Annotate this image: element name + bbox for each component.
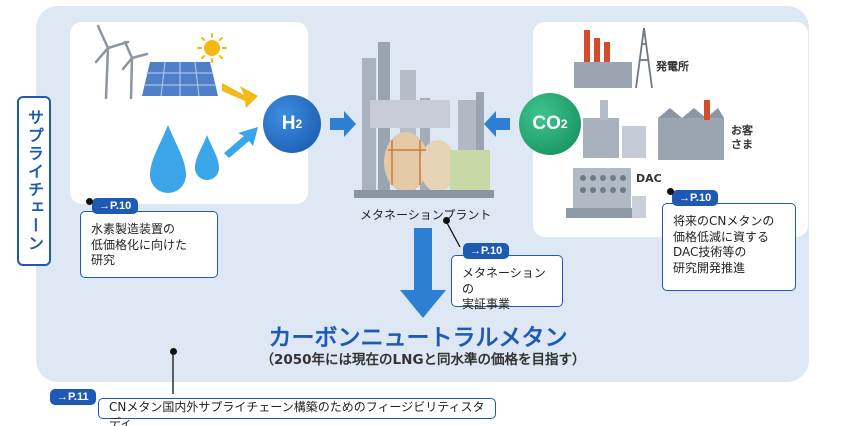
callout-dot — [667, 188, 674, 195]
customer-label: お客 さま — [731, 124, 753, 151]
callout-dot — [443, 217, 450, 224]
dac-facility-icon — [566, 168, 646, 218]
callout-methanation-demo: メタネーションの 実証事業 — [451, 255, 563, 311]
hydrogen-subscript: 2 — [295, 117, 303, 131]
supply-chain-label: サプライチェーン — [17, 96, 51, 266]
solar-panel-icon — [142, 61, 218, 97]
co2-symbol: CO — [532, 113, 561, 134]
arrow-icon — [222, 83, 510, 318]
sun-icon — [197, 33, 227, 63]
callout-leader-line — [172, 220, 461, 394]
page-ref-tag[interactable]: →P.10 — [672, 190, 719, 206]
plant-label: メタネーションプラント — [360, 208, 492, 222]
factory-icon — [583, 100, 724, 160]
page-ref-tag[interactable]: →P.11 — [50, 389, 96, 405]
page-ref-tag[interactable]: →P.10 — [463, 243, 510, 259]
callout-dot — [86, 198, 93, 205]
callout-dot — [170, 348, 177, 355]
water-drop-icon — [150, 125, 219, 193]
wind-turbine-icon — [94, 24, 149, 100]
hydrogen-symbol: H — [281, 113, 296, 134]
methanation-plant-icon — [354, 42, 494, 198]
main-subtitle: （2050年には現在のLNGと同水準の価格を目指す） — [260, 352, 586, 368]
callout-dac-research: 将来のCNメタンの 価格低減に資する DAC技術等の 研究開発推進 — [662, 203, 796, 291]
main-title: カーボンニュートラルメタン — [268, 325, 568, 351]
callout-feasibility-study: CNメタン国内外サプライチェーン構築のためのフィージビリティスタディ — [98, 398, 496, 426]
power-plant-icon — [574, 27, 653, 89]
co2-subscript: 2 — [560, 117, 568, 131]
callout-hydrogen-research: 水素製造装置の 低価格化に向けた 研究 — [80, 211, 218, 278]
page-ref-tag[interactable]: →P.10 — [92, 198, 139, 214]
power-plant-label: 発電所 — [656, 60, 689, 73]
dac-label: DAC — [636, 172, 662, 185]
supply-chain-label-text: サプライチェーン — [25, 109, 44, 253]
